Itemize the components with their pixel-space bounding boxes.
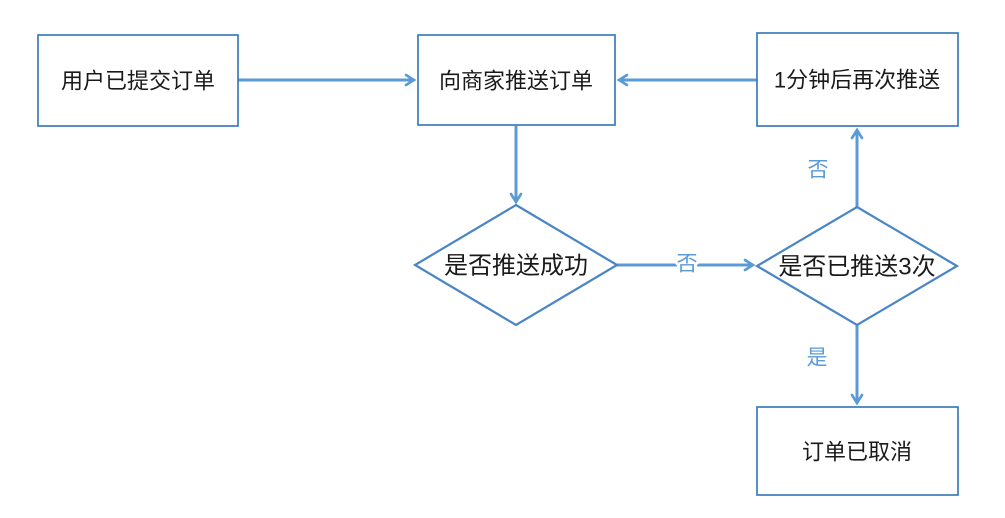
node-user-submitted-order-box (37, 34, 239, 127)
decision-push-success-diamond (412, 203, 620, 327)
node-push-to-merchant-box (417, 34, 616, 126)
edge-label-yes: 是 (807, 347, 828, 370)
edge-label-no-vertical: 否 (808, 159, 829, 182)
node-retry-after-1-minute-label: 1分钟后再次推送 (774, 68, 940, 93)
decision-pushed-3-times: 是否已推送3次 (754, 205, 960, 327)
node-retry-after-1-minute: 1分钟后再次推送 (756, 32, 959, 127)
node-retry-after-1-minute-box (756, 32, 959, 127)
decision-pushed-3-times-label: 是否已推送3次 (778, 254, 935, 281)
node-user-submitted-order: 用户已提交订单 (37, 34, 239, 127)
node-order-cancelled-box (756, 406, 959, 496)
node-order-cancelled-label: 订单已取消 (802, 440, 912, 465)
decision-push-success: 是否推送成功 (412, 203, 620, 327)
decision-push-success-label: 是否推送成功 (444, 253, 588, 280)
node-push-to-merchant-label: 向商家推送订单 (439, 69, 593, 94)
node-user-submitted-order-label: 用户已提交订单 (61, 69, 215, 94)
node-order-cancelled: 订单已取消 (756, 406, 959, 496)
edge-label-no-horizontal: 否 (677, 253, 698, 276)
edge-labels: 否 否 是 (674, 156, 832, 373)
node-push-to-merchant: 向商家推送订单 (417, 34, 616, 126)
decision-pushed-3-times-diamond (754, 205, 960, 327)
edges (238, 73, 864, 406)
